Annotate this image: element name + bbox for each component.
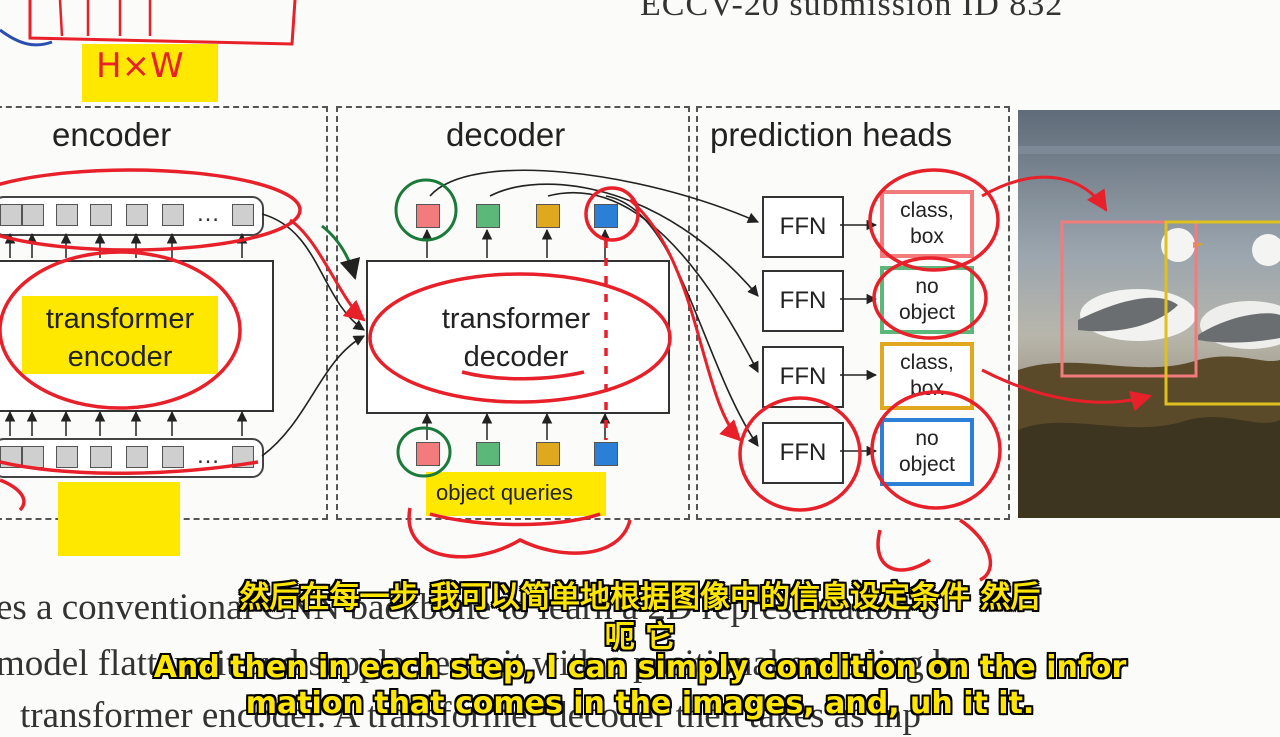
subtitle-chinese-line-2: 呃 它 — [604, 620, 676, 655]
prediction-heads-title: prediction heads — [710, 116, 953, 153]
token — [232, 204, 254, 226]
transformer-decoder-box — [366, 260, 670, 414]
token — [22, 204, 44, 226]
highlight — [58, 482, 180, 556]
subtitle-english-line-1: And then in each step, I can simply cond… — [153, 650, 1127, 685]
subtitle-chinese-line-1: 然后在每一步 我可以简单地根据图像中的信息设定条件 然后 — [239, 580, 1041, 615]
ellipsis: … — [196, 200, 220, 227]
decoder-output-query — [536, 204, 560, 228]
highlight — [426, 472, 606, 516]
highlight — [22, 296, 218, 374]
body-text-line: model flattens it and supplements it wit… — [0, 643, 952, 684]
object-query-token — [476, 442, 500, 466]
prediction-output: class,box — [880, 190, 974, 258]
token — [90, 204, 112, 226]
handwritten-sketch — [0, 0, 297, 102]
token — [126, 204, 148, 226]
object-query-token — [416, 442, 440, 466]
object-query-token — [536, 442, 560, 466]
ffn-box: FFN — [762, 196, 844, 258]
decoder-panel — [336, 106, 690, 520]
prediction-heads-panel — [696, 106, 1010, 520]
prediction-output: class,box — [880, 342, 974, 410]
object-queries-label: object queries — [436, 480, 573, 505]
encoder-title: encoder — [52, 116, 172, 153]
token — [126, 446, 148, 468]
token — [162, 446, 184, 468]
paper-header: ECCV-20 submission ID 832 — [640, 0, 1064, 23]
decoder-output-query — [416, 204, 440, 228]
token — [0, 204, 22, 226]
decoder-title: decoder — [446, 116, 566, 153]
body-text-line: es a conventional CNN backbone to learn … — [0, 587, 940, 628]
handwritten-note: H×W — [96, 46, 184, 86]
object-query-token — [594, 442, 618, 466]
ffn-box: FFN — [762, 422, 844, 484]
decoder-output-query — [476, 204, 500, 228]
token — [162, 204, 184, 226]
subtitle-english-line-2: mation that comes in the images, and, uh… — [245, 686, 1035, 721]
ellipsis: … — [196, 442, 220, 469]
ffn-box: FFN — [762, 270, 844, 332]
annotation-overlay — [0, 168, 1153, 582]
token — [56, 204, 78, 226]
token — [56, 446, 78, 468]
decoder-output-query — [594, 204, 618, 228]
token — [90, 446, 112, 468]
